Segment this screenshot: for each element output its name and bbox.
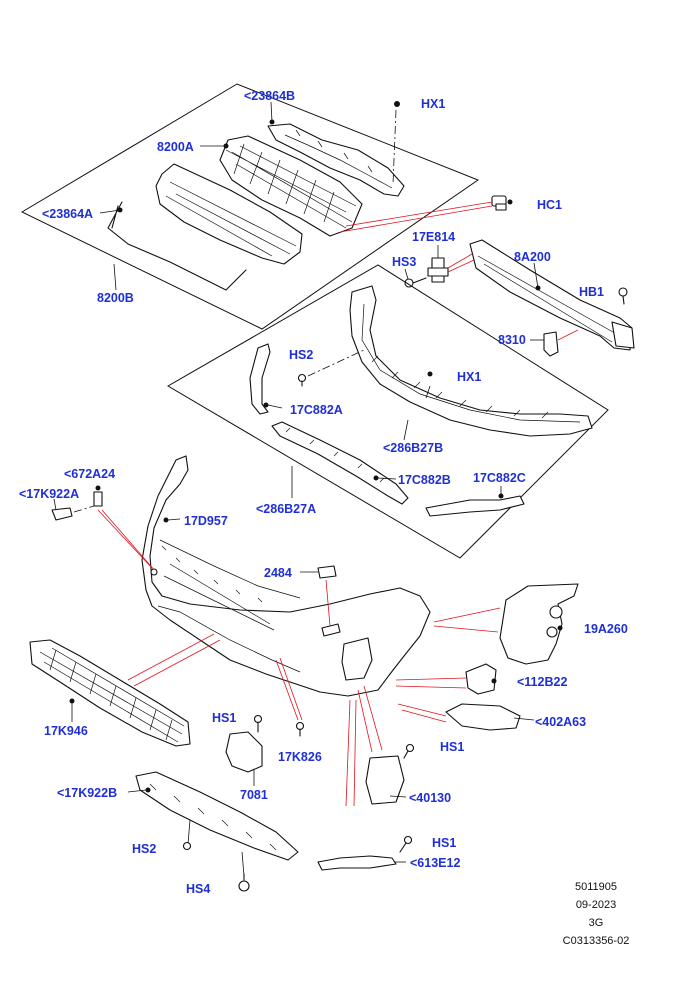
- label-hb1[interactable]: HB1: [579, 285, 604, 299]
- label-hs2-low[interactable]: HS2: [132, 842, 156, 856]
- label-8A200[interactable]: 8A200: [514, 250, 551, 264]
- label-hs1-a[interactable]: HS1: [212, 711, 236, 725]
- clip-17K826: [295, 721, 305, 737]
- label-2484[interactable]: 2484: [264, 566, 292, 580]
- label-286B27B[interactable]: <286B27B: [383, 441, 443, 455]
- label-17D957[interactable]: 17D957: [184, 514, 228, 528]
- clip-hs4: [238, 873, 250, 892]
- label-8200B[interactable]: 8200B: [97, 291, 134, 305]
- label-17K922A[interactable]: <17K922A: [19, 487, 79, 501]
- label-23864A[interactable]: <23864A: [42, 207, 93, 221]
- label-hc1[interactable]: HC1: [537, 198, 562, 212]
- cover-402A63: [445, 703, 521, 731]
- strip-17C882A: [249, 343, 271, 415]
- label-hs1-b[interactable]: HS1: [440, 740, 464, 754]
- bolt-hs3: [404, 277, 427, 288]
- strip-17C882B: [271, 421, 409, 505]
- label-hs2-mid[interactable]: HS2: [289, 348, 313, 362]
- diagram-metadata: 5011905 09-2023 3G C0313356-02: [563, 881, 630, 947]
- label-hs3[interactable]: HS3: [392, 255, 416, 269]
- bracket-17E814: [427, 257, 449, 283]
- cover-40130: [365, 755, 405, 805]
- label-17C882B[interactable]: 17C882B: [398, 473, 451, 487]
- bolt-hb1: [618, 287, 628, 305]
- label-17K826[interactable]: 17K826: [278, 750, 322, 764]
- clip-hs2-mid: [297, 373, 307, 387]
- upper-shield-23864B: [267, 123, 405, 197]
- meta-line-3: 3G: [589, 917, 604, 929]
- label-402A63[interactable]: <402A63: [535, 715, 586, 729]
- absorber-286B27B: [349, 285, 593, 437]
- label-17E814[interactable]: 17E814: [412, 230, 455, 244]
- bolt-hs1-b: [403, 743, 415, 759]
- bracket-8310: [543, 331, 559, 357]
- label-286B27A[interactable]: <286B27A: [256, 502, 316, 516]
- grille-frame-8200B: [155, 163, 303, 265]
- label-hx1-top[interactable]: HX1: [421, 97, 445, 111]
- cap-2484: [317, 565, 337, 579]
- meta-line-2: 09-2023: [576, 899, 616, 911]
- label-17K922B[interactable]: <17K922B: [57, 786, 117, 800]
- label-8310[interactable]: 8310: [498, 333, 526, 347]
- clip-hs2-low: [182, 841, 192, 851]
- strip-17C882C: [425, 495, 525, 517]
- bumper-cover: [141, 455, 431, 697]
- label-17K946[interactable]: 17K946: [44, 724, 88, 738]
- label-8200A[interactable]: 8200A: [157, 140, 194, 154]
- label-112B22[interactable]: <112B22: [517, 675, 567, 689]
- bolt-hs1-a: [253, 714, 263, 733]
- clip-hc1-part: [491, 195, 507, 211]
- label-672A24[interactable]: <672A24: [64, 467, 115, 481]
- meta-line-4: C0313356-02: [563, 935, 630, 947]
- label-7081[interactable]: 7081: [240, 788, 268, 802]
- label-40130[interactable]: <40130: [409, 791, 451, 805]
- label-hs1-c[interactable]: HS1: [432, 836, 456, 850]
- clip-672A24: [93, 491, 103, 507]
- bolt-hs1-c: [399, 835, 413, 853]
- meta-line-1: 5011905: [575, 881, 617, 893]
- bracket-112B22: [465, 663, 497, 695]
- surround-trim-23864A: [107, 201, 247, 291]
- bracket-17K922A: [51, 507, 73, 521]
- undertray-17K922B: [135, 771, 299, 861]
- lower-grille-17K946: [29, 639, 191, 747]
- bracket-19A260: [499, 583, 579, 665]
- label-hx1-mid[interactable]: HX1: [457, 370, 481, 384]
- absorber-group-box: [167, 264, 609, 559]
- label-23864B[interactable]: <23864B: [244, 89, 295, 103]
- trim-613E12: [317, 855, 397, 871]
- beam-8A200: [469, 239, 635, 351]
- grille-group-box: [20, 83, 480, 330]
- label-19A260[interactable]: 19A260: [584, 622, 628, 636]
- bracket-7081: [225, 731, 263, 773]
- label-17C882A[interactable]: 17C882A: [290, 403, 343, 417]
- label-613E12[interactable]: <613E12: [410, 856, 460, 870]
- label-17C882C[interactable]: 17C882C: [473, 471, 526, 485]
- label-hs4[interactable]: HS4: [186, 882, 210, 896]
